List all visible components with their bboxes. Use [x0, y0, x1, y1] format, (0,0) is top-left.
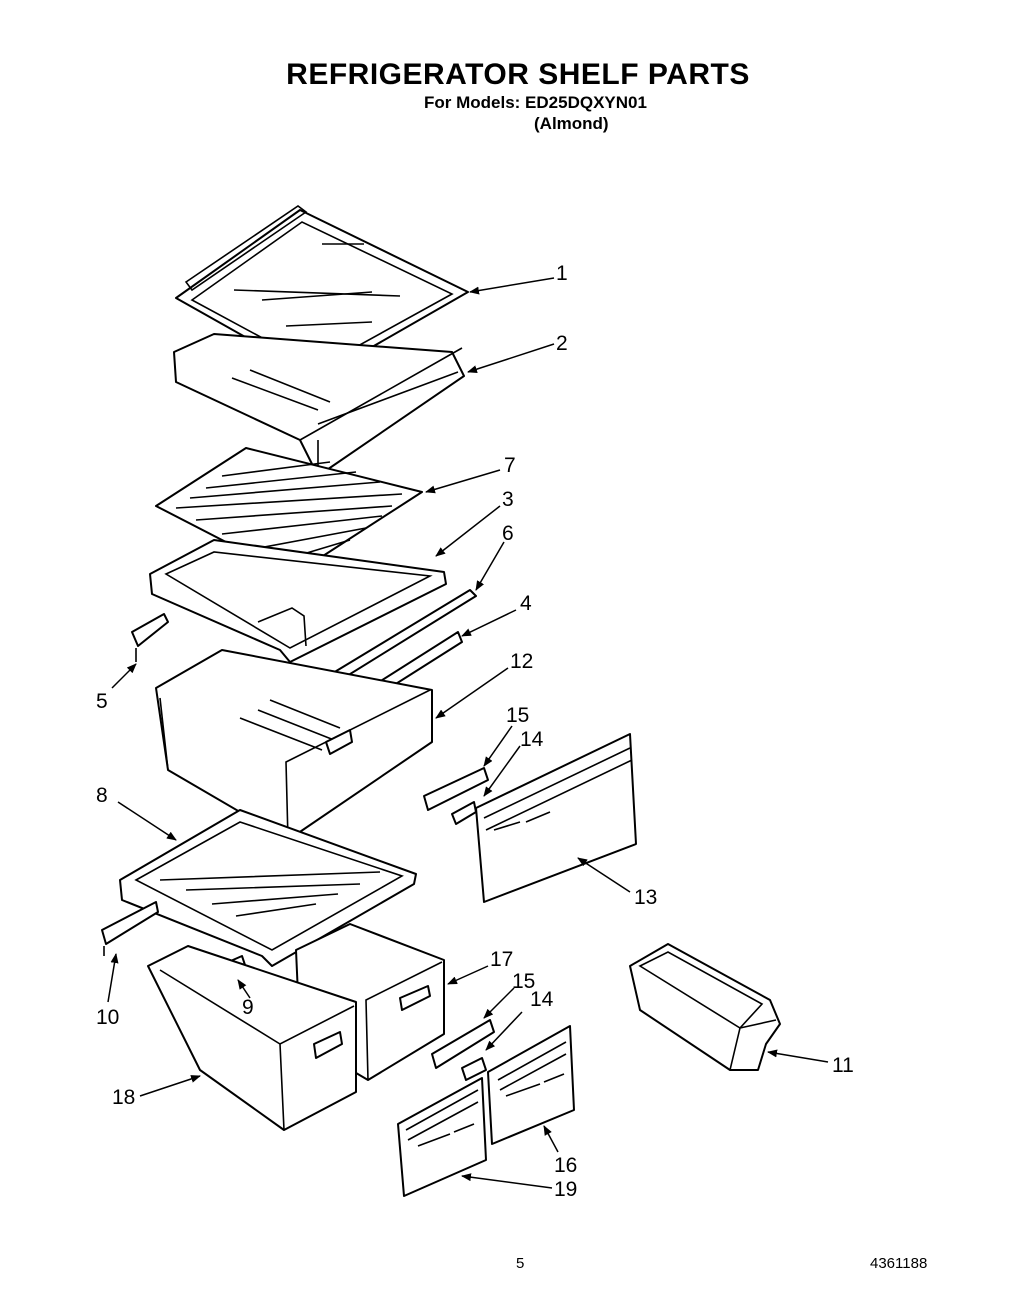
color-line: (Almond): [534, 114, 609, 133]
part-2-meat-pan: [173, 333, 465, 477]
part-14-upper-clip: [451, 801, 477, 825]
part-13-drawer-front: [475, 733, 637, 903]
callout-5: 5: [96, 690, 108, 713]
part-14-lower-clip: [461, 1057, 487, 1081]
part-19-drawer-front: [397, 1077, 487, 1197]
callout-10: 10: [96, 1006, 119, 1029]
part-12-crisper-pan: [155, 649, 433, 841]
part-16-drawer-front: [487, 1025, 575, 1145]
part-11-door-bin: [629, 943, 781, 1071]
callout-11: 11: [832, 1054, 854, 1077]
callout-6: 6: [502, 522, 514, 545]
models-line: For Models: ED25DQXYN01: [424, 93, 647, 112]
part-5-rail: [131, 613, 169, 662]
callout-16: 16: [554, 1154, 577, 1177]
callout-14-upper: 14: [520, 728, 544, 751]
callout-8: 8: [96, 784, 108, 807]
callout-17: 17: [490, 948, 513, 971]
callout-4: 4: [520, 592, 532, 615]
callout-3: 3: [502, 488, 514, 511]
part-15-lower-bracket: [431, 1019, 495, 1069]
part-15-upper-bracket: [423, 767, 489, 811]
callout-15-upper: 15: [506, 704, 529, 727]
callout-19: 19: [554, 1178, 577, 1201]
page-title: REFRIGERATOR SHELF PARTS: [286, 58, 750, 91]
callout-numbers: 1 2 7 3 6 4 5 12 15 14 13 8 10 9 17 15 1…: [96, 262, 854, 1201]
part-10-rail: [101, 901, 159, 956]
leader-lines: [107, 277, 829, 1189]
part-18-left-pan: [147, 945, 357, 1131]
page-number: 5: [516, 1255, 525, 1272]
callout-2: 2: [556, 332, 568, 355]
callout-12: 12: [510, 650, 533, 673]
part-3-crisper-frame: [149, 539, 447, 663]
callout-1: 1: [556, 262, 568, 285]
part-8-crisper-shelf: [119, 809, 417, 967]
callout-9: 9: [242, 996, 254, 1019]
callout-13: 13: [634, 886, 657, 909]
callout-15-lower: 15: [512, 970, 535, 993]
callout-7: 7: [504, 454, 516, 477]
callout-14-lower: 14: [530, 988, 554, 1011]
document-number: 4361188: [870, 1255, 928, 1272]
callout-18: 18: [112, 1086, 135, 1109]
